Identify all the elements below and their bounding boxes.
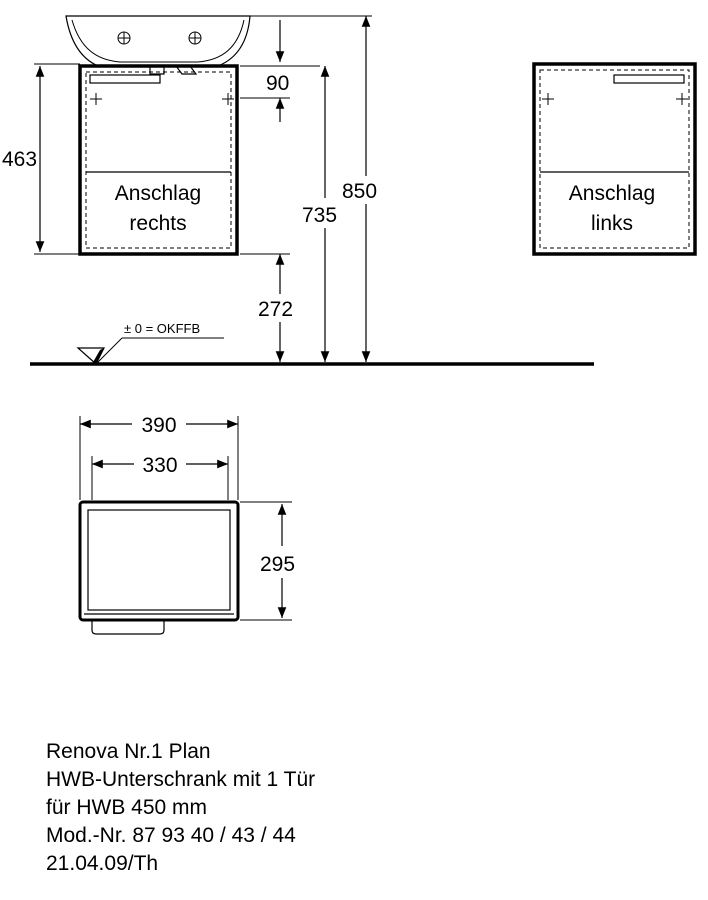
hinge-marks-left <box>542 93 688 105</box>
door-label-left-line1: Anschlag <box>569 182 655 205</box>
top-view-inner <box>87 509 231 611</box>
front-view-left: Anschlag links <box>532 62 697 256</box>
product-info: Renova Nr.1 Plan HWB-Unterschrank mit 1 … <box>46 738 315 878</box>
dim-total-height: 850 <box>342 180 377 203</box>
top-view-handle <box>91 620 165 635</box>
product-series: Renova Nr.1 Plan <box>46 740 211 763</box>
door-label-left-line2: links <box>591 212 633 235</box>
door-label-line1: Anschlag <box>115 182 201 205</box>
product-basin-size: für HWB 450 mm <box>46 796 208 819</box>
top-view: 390 330 295 <box>78 414 295 635</box>
door-label-line2: rechts <box>129 212 186 235</box>
door-handle <box>89 74 161 84</box>
cabinet-outline <box>78 64 239 256</box>
product-model-number: Mod.-Nr. 87 93 40 / 43 / 44 <box>46 824 296 847</box>
dim-top-offset: 90 <box>266 72 289 95</box>
front-view-right: Anschlag rechts 463 90 272 735 850 <box>0 15 594 366</box>
cabinet-outline-left <box>532 62 697 256</box>
dim-cabinet-height: 463 <box>2 148 37 171</box>
dim-top-edge-height: 735 <box>302 204 337 227</box>
dim-bottom-clearance: 272 <box>258 298 293 321</box>
floor-reference-symbol <box>76 337 224 365</box>
dim-outer-width: 390 <box>141 414 176 437</box>
floor-reference: ± 0 = OKFFB <box>124 321 200 336</box>
dim-depth: 295 <box>260 553 295 576</box>
door-handle-left <box>613 74 685 84</box>
product-description: HWB-Unterschrank mit 1 Tür <box>46 768 316 791</box>
top-view-outline <box>78 500 240 622</box>
drawing-date: 21.04.09/Th <box>46 852 159 875</box>
dim-inner-width: 330 <box>142 454 177 477</box>
hinge-marks <box>90 93 234 105</box>
